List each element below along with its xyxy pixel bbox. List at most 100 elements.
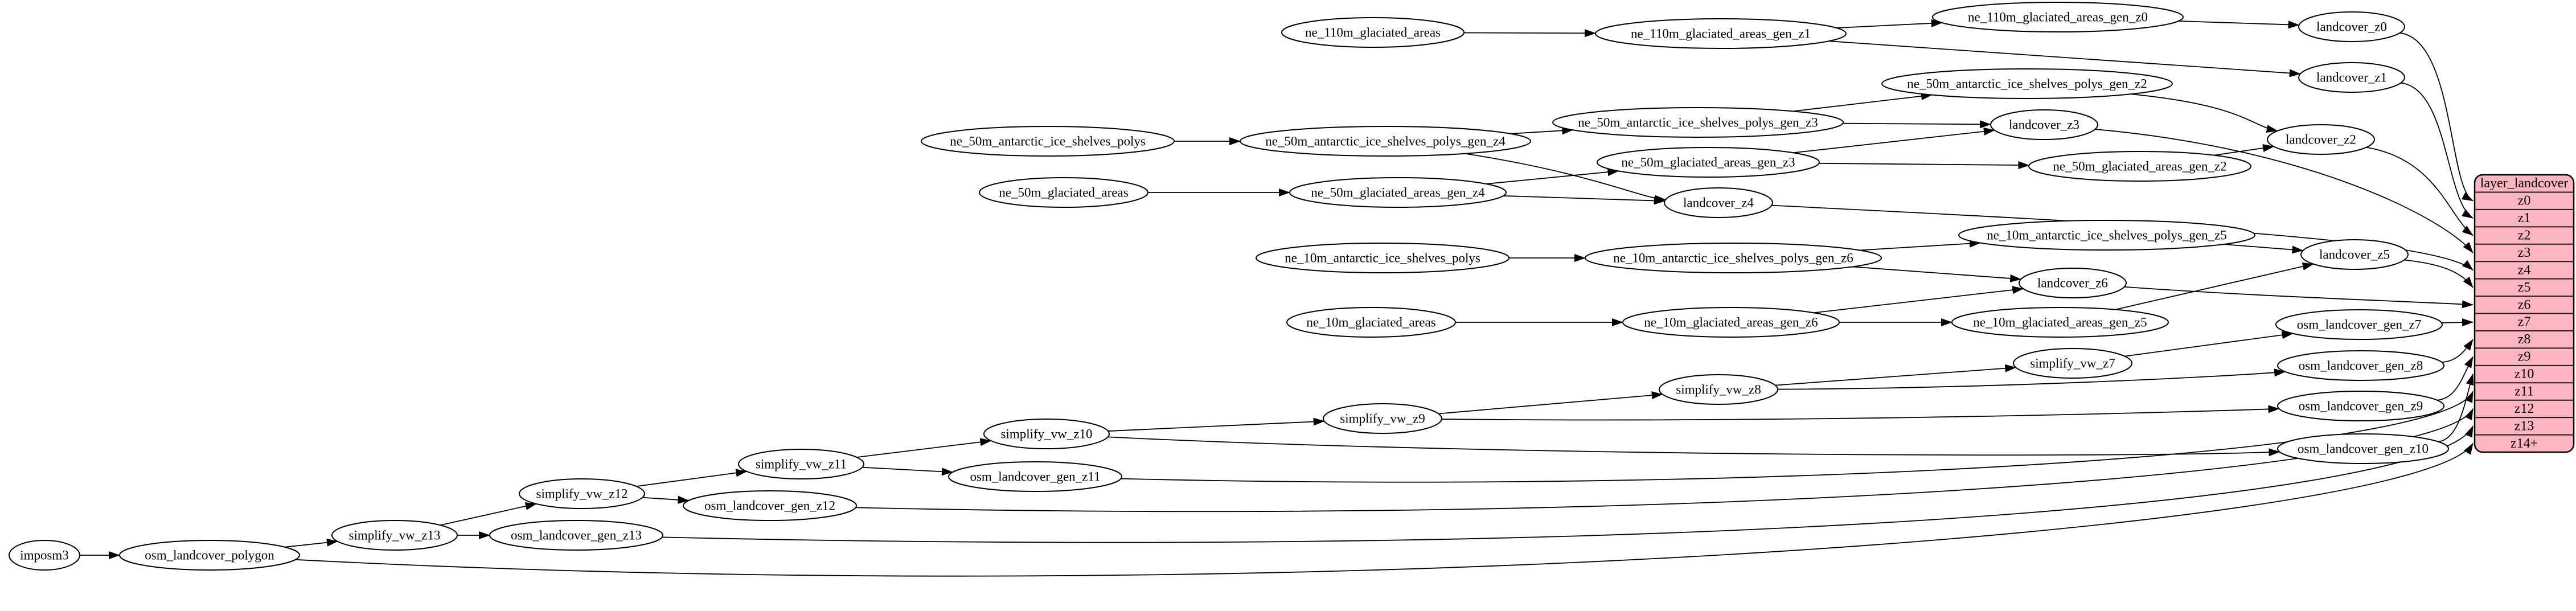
table-row-z1: z1 [2518,211,2531,225]
graph-node-simplify_vw_z11: simplify_vw_z11 [738,449,864,479]
node-label-ne_10m_antarctic_ice_shelves_polys_gen_z5: ne_10m_antarctic_ice_shelves_polys_gen_z… [1987,228,2227,243]
graph-node-ne_50m_glaciated_areas_gen_z4: ne_50m_glaciated_areas_gen_z4 [1289,177,1507,208]
node-ellipse-osm_landcover_gen_z12 [683,490,857,521]
graph-edge-simplify_vw_z9-to-simplify_vw_z8 [1438,391,1663,415]
node-ellipse-ne_110m_glaciated_areas_gen_z0 [1932,2,2184,32]
graph-edge-ne_50m_antarctic_ice_shelves_polys_gen_z2-to-landcover_z2 [2130,93,2278,133]
table-row-z5: z5 [2518,280,2531,295]
graph-node-simplify_vw_z9: simplify_vw_z9 [1323,403,1442,434]
graph-node-simplify_vw_z10: simplify_vw_z10 [983,419,1110,449]
node-ellipse-ne_50m_glaciated_areas_gen_z3 [1597,147,1820,178]
node-label-ne_110m_glaciated_areas_gen_z0: ne_110m_glaciated_areas_gen_z0 [1968,10,2148,24]
node-ellipse-osm_landcover_gen_z10 [2277,433,2449,464]
graph-edge-osm_landcover_gen_z10-to-z10 [2438,374,2474,442]
node-ellipse-landcover_z1 [2298,62,2405,93]
node-label-ne_10m_antarctic_ice_shelves_polys: ne_10m_antarctic_ice_shelves_polys [1285,251,1480,265]
node-label-ne_10m_glaciated_areas_gen_z5: ne_10m_glaciated_areas_gen_z5 [1973,315,2147,330]
node-label-simplify_vw_z13: simplify_vw_z13 [349,528,441,543]
node-ellipse-ne_10m_antarctic_ice_shelves_polys_gen_z5 [1958,220,2255,251]
graph-node-ne_50m_antarctic_ice_shelves_polys_gen_z3: ne_50m_antarctic_ice_shelves_polys_gen_z… [1552,107,1844,138]
graph-node-ne_110m_glaciated_areas: ne_110m_glaciated_areas [1281,17,1465,48]
table-row-z0: z0 [2518,194,2531,208]
node-ellipse-simplify_vw_z7 [2013,348,2132,379]
graph-node-landcover_z3: landcover_z3 [1990,109,2098,140]
graph-node-osm_landcover_gen_z7: osm_landcover_gen_z7 [2275,309,2443,340]
graph-node-ne_10m_antarctic_ice_shelves_polys_gen_z5: ne_10m_antarctic_ice_shelves_polys_gen_z… [1958,220,2255,251]
node-label-ne_110m_glaciated_areas: ne_110m_glaciated_areas [1305,26,1441,40]
graph-edge-ne_10m_antarctic_ice_shelves_polys_gen_z6-to-landcover_z6 [1852,266,2022,282]
node-ellipse-simplify_vw_z13 [331,520,458,551]
graph-node-ne_50m_antarctic_ice_shelves_polys_gen_z2: ne_50m_antarctic_ice_shelves_polys_gen_z… [1881,68,2173,99]
node-ellipse-simplify_vw_z9 [1323,403,1442,434]
graph-edge-ne_50m_glaciated_areas_gen_z3-to-ne_50m_glaciated_areas_gen_z2 [1819,161,2030,170]
node-label-ne_50m_antarctic_ice_shelves_polys_gen_z3: ne_50m_antarctic_ice_shelves_polys_gen_z… [1578,116,1818,130]
table-row-z14+: z14+ [2511,436,2538,451]
node-ellipse-simplify_vw_z12 [519,478,645,509]
node-ellipse-ne_10m_antarctic_ice_shelves_polys [1256,243,1509,273]
node-label-ne_50m_antarctic_ice_shelves_polys_gen_z4: ne_50m_antarctic_ice_shelves_polys_gen_z… [1265,134,1506,149]
node-label-ne_50m_glaciated_areas_gen_z3: ne_50m_glaciated_areas_gen_z3 [1621,155,1795,170]
graph-node-ne_10m_glaciated_areas: ne_10m_glaciated_areas [1286,307,1456,338]
node-label-osm_landcover_gen_z12: osm_landcover_gen_z12 [704,499,835,513]
graph-edge-simplify_vw_z8-to-osm_landcover_gen_z8 [1777,368,2286,390]
node-ellipse-ne_50m_antarctic_ice_shelves_polys [921,126,1175,157]
graph-edge-osm_landcover_gen_z12-to-z12 [855,408,2474,512]
graph-edge-ne_10m_glaciated_areas_gen_z5-to-landcover_z5 [2115,263,2314,310]
graph-node-landcover_z0: landcover_z0 [2298,11,2405,42]
graph-edge-landcover_z2-to-z2 [2366,146,2474,236]
graph-edge-ne_10m_antarctic_ice_shelves_polys_gen_z5-to-landcover_z5 [2223,244,2304,254]
node-label-osm_landcover_gen_z11: osm_landcover_gen_z11 [970,470,1100,484]
graph-edge-ne_50m_glaciated_areas_gen_z4-to-landcover_z4 [1503,195,1666,205]
graph-edge-osm_landcover_gen_z13-to-z13 [662,425,2474,543]
node-label-simplify_vw_z8: simplify_vw_z8 [1676,383,1761,397]
graph-node-osm_landcover_gen_z10: osm_landcover_gen_z10 [2277,433,2449,464]
node-label-osm_landcover_gen_z7: osm_landcover_gen_z7 [2297,318,2421,332]
node-label-imposm3: imposm3 [20,548,69,563]
node-label-simplify_vw_z12: simplify_vw_z12 [536,487,628,501]
graph-edge-simplify_vw_z10-to-osm_landcover_gen_z10 [1107,436,2280,457]
node-label-osm_landcover_polygon: osm_landcover_polygon [145,548,274,563]
node-ellipse-ne_110m_glaciated_areas [1281,17,1465,48]
node-ellipse-ne_50m_glaciated_areas_gen_z4 [1289,177,1507,208]
graph-node-landcover_z6: landcover_z6 [2019,268,2127,298]
graph-edge-osm_landcover_gen_z9-to-z9 [2436,356,2474,401]
table-row-z3: z3 [2518,245,2531,260]
node-label-landcover_z0: landcover_z0 [2316,20,2387,34]
table-row-z12: z12 [2515,401,2534,416]
graph-edge-ne_50m_glaciated_areas_gen_z3-to-landcover_z3 [1793,127,1995,154]
table-row-z6: z6 [2518,297,2531,312]
node-ellipse-ne_50m_antarctic_ice_shelves_polys_gen_z3 [1552,107,1844,138]
node-ellipse-ne_10m_glaciated_areas [1286,307,1456,338]
node-label-ne_50m_glaciated_areas_gen_z2: ne_50m_glaciated_areas_gen_z2 [2053,159,2226,174]
graph-node-ne_10m_glaciated_areas_gen_z5: ne_10m_glaciated_areas_gen_z5 [1951,307,2169,338]
node-ellipse-osm_landcover_gen_z8 [2277,350,2444,381]
node-label-simplify_vw_z9: simplify_vw_z9 [1340,412,1425,426]
table-row-z11: z11 [2515,384,2534,399]
graph-node-ne_50m_glaciated_areas: ne_50m_glaciated_areas [979,177,1148,208]
graph-edge-simplify_vw_z9-to-osm_landcover_gen_z9 [1441,405,2280,421]
graph-node-osm_landcover_gen_z8: osm_landcover_gen_z8 [2277,350,2444,381]
node-ellipse-osm_landcover_gen_z11 [948,461,1122,492]
node-ellipse-ne_10m_antarctic_ice_shelves_polys_gen_z6 [1585,243,1882,273]
graph-edge-landcover_z5-to-z5 [2404,259,2474,288]
graph-node-ne_10m_glaciated_areas_gen_z6: ne_10m_glaciated_areas_gen_z6 [1622,307,1840,338]
graph-node-landcover_z2: landcover_z2 [2267,124,2375,155]
table-row-z8: z8 [2518,332,2531,347]
node-label-landcover_z1: landcover_z1 [2316,71,2387,85]
graph-edge-ne_110m_glaciated_areas_gen_z0-to-landcover_z0 [2178,20,2300,29]
node-ellipse-simplify_vw_z8 [1659,374,1778,405]
layer-landcover-table: layer_landcoverz0z1z2z3z4z5z6z7z8z9z10z1… [2474,174,2575,453]
graph-edge-simplify_vw_z7-to-osm_landcover_gen_z7 [2124,331,2294,357]
graph-node-ne_50m_glaciated_areas_gen_z2: ne_50m_glaciated_areas_gen_z2 [2028,151,2251,182]
graph-node-osm_landcover_gen_z13: osm_landcover_gen_z13 [489,520,663,551]
graph-node-ne_10m_antarctic_ice_shelves_polys_gen_z6: ne_10m_antarctic_ice_shelves_polys_gen_z… [1585,243,1882,273]
table-row-z13: z13 [2515,419,2534,433]
node-label-simplify_vw_z10: simplify_vw_z10 [1001,427,1093,441]
graph-node-simplify_vw_z7: simplify_vw_z7 [2013,348,2132,379]
graph-node-simplify_vw_z8: simplify_vw_z8 [1659,374,1778,405]
node-label-ne_10m_antarctic_ice_shelves_polys_gen_z6: ne_10m_antarctic_ice_shelves_polys_gen_z… [1613,251,1853,265]
node-ellipse-imposm3 [9,540,80,571]
graph-node-osm_landcover_gen_z9: osm_landcover_gen_z9 [2277,391,2444,421]
